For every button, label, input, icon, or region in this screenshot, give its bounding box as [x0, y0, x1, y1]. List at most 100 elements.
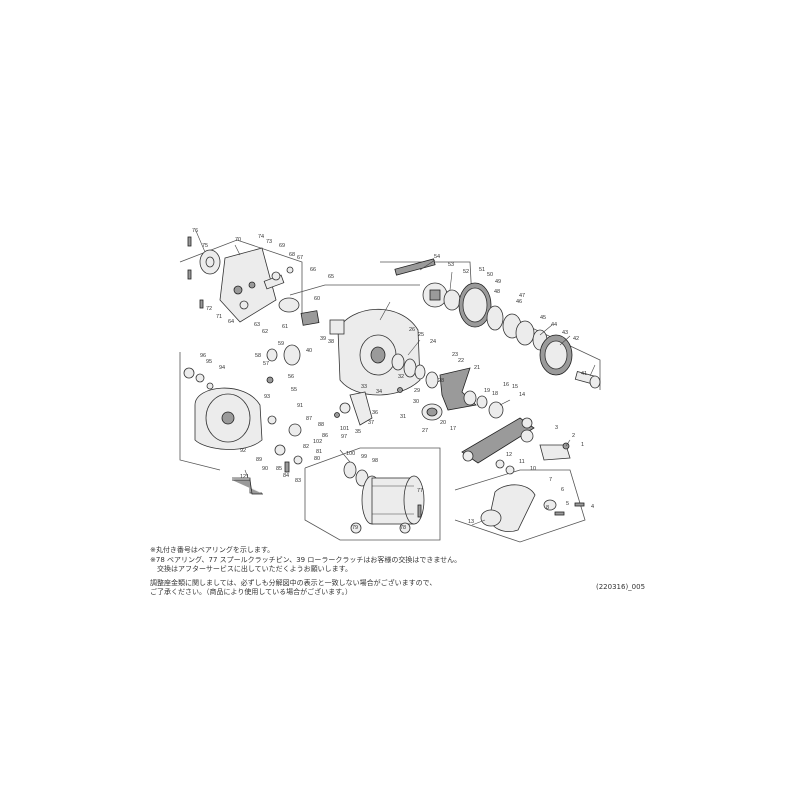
callout-65: 65: [328, 274, 334, 280]
handle-assembly: [461, 417, 585, 532]
callout-101: 101: [340, 426, 349, 432]
diagram-code: (220316)_005: [596, 583, 646, 591]
callout-40: 40: [306, 348, 312, 354]
callout-24: 24: [430, 339, 436, 345]
callout-47: 47: [519, 293, 525, 299]
callout-91: 91: [297, 403, 303, 409]
callout-81: 81: [316, 449, 322, 455]
callout-37: 37: [368, 420, 374, 426]
callout-100: 100: [346, 451, 355, 457]
callout-93: 93: [264, 394, 270, 400]
callout-80: 80: [314, 456, 320, 462]
callout-35: 35: [355, 429, 361, 435]
callout-45: 45: [540, 315, 546, 321]
callout-1: 1: [581, 442, 584, 448]
callout-74: 74: [258, 234, 264, 240]
callout-34: 34: [376, 389, 382, 395]
callout-46: 46: [516, 299, 522, 305]
callout-14: 14: [519, 392, 525, 398]
callout-32: 32: [398, 374, 404, 380]
callout-86: 86: [322, 433, 328, 439]
callout-30: 30: [413, 399, 419, 405]
callout-16: 16: [503, 382, 509, 388]
callout-85: 85: [276, 466, 282, 472]
gear-train: [394, 258, 601, 389]
callout-75: 75: [202, 243, 208, 249]
callout-68: 68: [289, 252, 295, 258]
callout-61: 61: [282, 324, 288, 330]
callout-121: 121: [240, 474, 249, 480]
callout-90: 90: [262, 466, 268, 472]
callout-44: 44: [551, 322, 557, 328]
callout-18: 18: [492, 391, 498, 397]
callout-11: 11: [519, 459, 525, 465]
callout-3: 3: [555, 425, 558, 431]
callout-numbers: 1 2 3 4 5 6 7 8 10 11 12 13 14 15 16 17 …: [192, 228, 594, 531]
callout-97: 97: [341, 434, 347, 440]
hex-key: [232, 479, 263, 495]
callout-36: 36: [372, 410, 378, 416]
callout-41: 41: [581, 371, 587, 377]
callout-8: 8: [546, 505, 549, 511]
parts-notes: ※丸付き番号はベアリングを示します。 ※78 ベアリング、77 スプールクラッチ…: [150, 546, 670, 598]
callout-67: 67: [297, 255, 303, 261]
callout-23: 23: [452, 352, 458, 358]
callout-72: 72: [206, 306, 212, 312]
callout-31: 31: [400, 414, 406, 420]
main-frame: [329, 308, 421, 426]
leader-lines: [195, 230, 596, 526]
callout-26: 26: [409, 327, 415, 333]
callout-2: 2: [572, 433, 575, 439]
callout-87: 87: [306, 416, 312, 422]
callout-53: 53: [448, 262, 454, 268]
callout-22: 22: [458, 358, 464, 364]
callout-88: 88: [318, 422, 324, 428]
callout-48: 48: [494, 289, 500, 295]
callout-19: 19: [484, 388, 490, 394]
callout-62: 62: [262, 329, 268, 335]
callout-4: 4: [591, 504, 594, 510]
callout-82: 82: [303, 444, 309, 450]
callout-71: 71: [216, 314, 222, 320]
callout-38: 38: [328, 339, 334, 345]
note-line-5: ご了承ください。（商品により使用している場合がございます。）: [150, 588, 352, 596]
callout-64: 64: [228, 319, 234, 325]
callout-84: 84: [283, 473, 289, 479]
callout-27: 27: [422, 428, 428, 434]
callout-58: 58: [255, 353, 261, 359]
callout-52: 52: [463, 269, 469, 275]
callout-76: 76: [192, 228, 198, 234]
drag-stack: [391, 353, 504, 421]
note-line-4: 調整座金類に関しましては、必ずしも分解図中の表示と一致しない場合がございますので…: [150, 578, 437, 587]
callout-15: 15: [512, 384, 518, 390]
callout-12: 12: [506, 452, 512, 458]
callout-60: 60: [314, 296, 320, 302]
callout-69: 69: [279, 243, 285, 249]
callout-42: 42: [573, 336, 579, 342]
callout-29: 29: [414, 388, 420, 394]
callout-21: 21: [474, 365, 480, 371]
callout-25: 25: [418, 332, 424, 338]
note-line-3: 交換はアフターサービスに出していただくようお願いします。: [150, 565, 352, 573]
callout-99: 99: [361, 454, 367, 460]
callout-66: 66: [310, 267, 316, 273]
callout-20: 20: [440, 420, 446, 426]
callout-56: 56: [288, 374, 294, 380]
note-line-1: ※丸付き番号はベアリングを示します。: [150, 546, 275, 554]
callout-83: 83: [295, 478, 301, 484]
callout-98: 98: [372, 458, 378, 464]
callout-57: 57: [263, 361, 269, 367]
callout-70: 70: [235, 237, 241, 243]
callout-55: 55: [291, 387, 297, 393]
callout-63: 63: [254, 322, 260, 328]
callout-89: 89: [256, 457, 262, 463]
callout-92: 92: [240, 448, 246, 454]
note-line-2: ※78 ベアリング、77 スプールクラッチピン、39 ローラークラッチはお客様の…: [150, 555, 462, 564]
callout-94: 94: [219, 365, 225, 371]
callout-43: 43: [562, 330, 568, 336]
callout-77: 77: [417, 488, 423, 494]
callout-6: 6: [561, 487, 564, 493]
callout-79: 79: [352, 525, 358, 531]
side-plate-assembly: [187, 236, 320, 384]
